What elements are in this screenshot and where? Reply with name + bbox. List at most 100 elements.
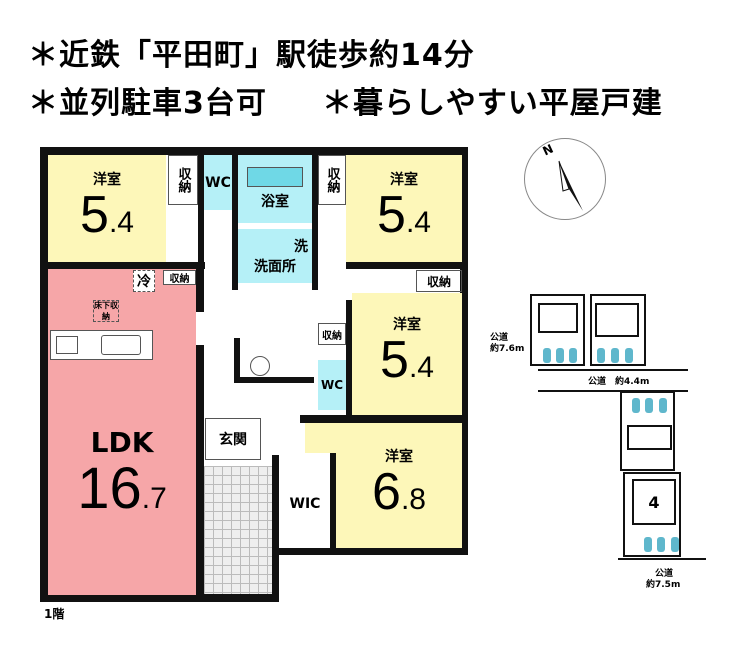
car-icon <box>611 348 619 363</box>
wash-basin-icon <box>250 356 270 376</box>
size-dec: .4 <box>408 351 434 384</box>
compass: N <box>524 138 606 220</box>
headline-line2a: ＊並列駐車3台可 <box>28 86 267 121</box>
fridge: 冷 <box>133 270 155 292</box>
storage-ldk: 収納 <box>163 270 196 285</box>
size-dec: .4 <box>405 206 431 239</box>
size-int: 16 <box>77 455 142 521</box>
car-icon <box>645 398 653 413</box>
size-int: 6 <box>372 462 401 521</box>
road-1-label: 公道 <box>490 333 509 343</box>
wall <box>300 415 468 423</box>
exterior <box>279 555 469 603</box>
storage-2: 収納 <box>318 155 346 205</box>
headline-line2b: ＊暮らしやすい平屋戸建 <box>322 86 663 121</box>
size-int: 5 <box>80 186 109 244</box>
bedroom-4-nook <box>305 423 336 453</box>
storage-4: 収納 <box>318 323 346 345</box>
bath-label: 浴室 <box>261 194 289 210</box>
wall <box>196 345 204 595</box>
wall <box>234 338 240 383</box>
room-size: 6.8 <box>372 466 426 526</box>
road-1-width: 約7.6m <box>490 344 525 354</box>
entrance-label: 玄関 <box>219 432 247 448</box>
headline-line1: ＊近鉄「平田町」駅徒歩約14分 <box>28 38 475 73</box>
room-name: 洋室 <box>393 317 421 333</box>
wall <box>346 262 468 269</box>
storage-label: 収納 <box>426 274 451 289</box>
road-edge <box>538 390 688 392</box>
bedroom-1: 洋室 5.4 <box>48 155 166 263</box>
room-name: 洋室 <box>390 172 418 188</box>
room-size: 5.4 <box>377 189 431 249</box>
storage-label: 収納 <box>175 167 191 193</box>
wall <box>196 262 204 312</box>
ldk-label: LDK <box>90 425 154 459</box>
wall <box>232 155 238 290</box>
room-size: 5.4 <box>380 334 434 394</box>
wc-2: WC <box>318 360 346 410</box>
car-icon <box>625 348 633 363</box>
wall <box>272 548 468 555</box>
road-2-label: 公道 約4.4m <box>588 377 650 387</box>
stove-icon <box>56 336 78 354</box>
wc-1: WC <box>204 155 232 210</box>
wall <box>198 155 204 270</box>
wall <box>234 377 314 383</box>
washroom: 洗 洗面所 <box>238 229 312 283</box>
car-icon <box>632 398 640 413</box>
wall <box>40 262 205 269</box>
car-icon <box>569 348 577 363</box>
sink-icon <box>101 335 141 355</box>
bedroom-4: 洋室 6.8 <box>336 423 462 548</box>
walk-in-closet: WIC <box>279 460 331 548</box>
wall <box>272 548 279 602</box>
storage-1: 収納 <box>168 155 198 205</box>
size-dec: .8 <box>400 482 426 516</box>
wall <box>330 440 336 555</box>
room-name: 洋室 <box>93 172 121 188</box>
road-3-label: 公道 <box>655 569 674 579</box>
compass-arrow-icon <box>558 160 583 211</box>
entrance: 玄関 <box>205 418 261 460</box>
wall <box>312 155 318 290</box>
wall <box>346 300 352 420</box>
road-3-width: 約7.5m <box>646 580 681 590</box>
wall <box>272 455 279 602</box>
washroom-label: 洗面所 <box>254 259 296 275</box>
car-icon <box>543 348 551 363</box>
bathtub <box>247 167 303 187</box>
wc-label: WC <box>320 378 344 392</box>
size-int: 5 <box>377 186 406 244</box>
wc-label: WC <box>205 174 231 191</box>
ldk-size: 16.7 <box>77 455 167 529</box>
car-icon <box>597 348 605 363</box>
washer-label: 洗 <box>294 239 308 255</box>
lot-number: 4 <box>632 479 676 525</box>
floor-label: 1階 <box>44 607 65 621</box>
house-1 <box>538 303 578 333</box>
road-edge <box>538 369 688 371</box>
bedroom-3: 洋室 5.4 <box>352 293 462 415</box>
car-icon <box>671 537 679 552</box>
storage-label: 収納 <box>324 167 340 193</box>
underfloor-storage: 床下収納 <box>93 300 119 322</box>
house-2 <box>595 303 639 337</box>
car-icon <box>657 537 665 552</box>
bathroom: 浴室 <box>238 155 312 223</box>
ldk: LDK 16.7 <box>48 269 196 595</box>
kitchen-counter <box>50 330 153 360</box>
porch-tiles <box>204 466 272 594</box>
storage-3: 収納 <box>416 270 462 292</box>
size-int: 5 <box>380 331 409 389</box>
car-icon <box>644 537 652 552</box>
size-dec: .4 <box>108 206 134 239</box>
bedroom-2: 洋室 5.4 <box>346 155 462 263</box>
room-size: 5.4 <box>80 189 134 249</box>
wic-label: WIC <box>289 496 321 512</box>
road-edge <box>618 558 706 560</box>
car-icon <box>659 398 667 413</box>
house-3 <box>627 425 672 450</box>
car-icon <box>556 348 564 363</box>
room-name: 洋室 <box>385 448 413 465</box>
